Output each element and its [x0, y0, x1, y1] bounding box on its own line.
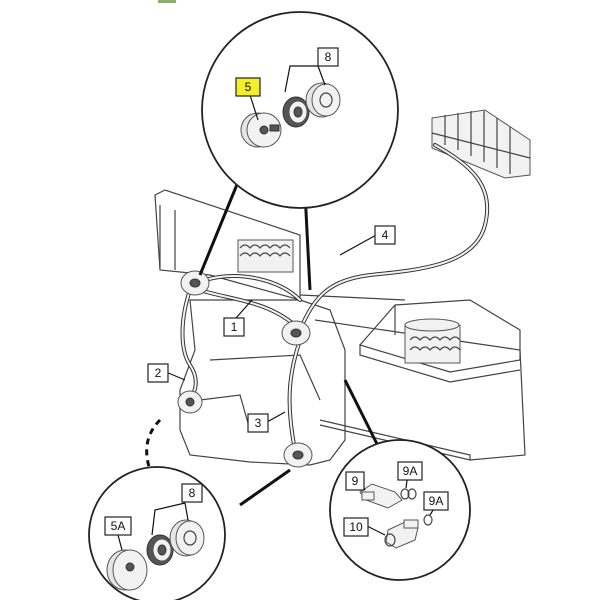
sensor-center — [281, 320, 311, 346]
machine-frame — [154, 189, 526, 466]
detail-circle-top — [201, 11, 399, 209]
svg-text:4: 4 — [382, 228, 389, 242]
part-5a-sensor — [106, 549, 148, 591]
part-5-sensor — [240, 112, 282, 148]
svg-text:10: 10 — [349, 520, 363, 534]
svg-text:5A: 5A — [111, 519, 126, 533]
sensor-left-upper — [180, 270, 210, 296]
svg-text:9: 9 — [352, 474, 359, 488]
callout-9a-top[interactable]: 9A — [397, 461, 423, 481]
connector-block — [431, 109, 531, 179]
callout-5a[interactable]: 5A — [104, 516, 132, 536]
wire-harness — [180, 143, 490, 452]
right-bracket — [358, 299, 521, 383]
part-9a-orings — [400, 488, 433, 526]
callout-8-bottom[interactable]: 8 — [181, 483, 203, 503]
callout-8-top[interactable]: 8 — [317, 47, 339, 67]
part-9-fitting — [359, 483, 403, 509]
svg-text:2: 2 — [155, 366, 162, 380]
callout-9a-bottom[interactable]: 9A — [423, 491, 449, 511]
sensor-bottom — [283, 442, 313, 468]
right-coil — [404, 318, 461, 364]
svg-text:8: 8 — [325, 50, 332, 64]
callout-9[interactable]: 9 — [345, 471, 365, 491]
callout-leaders — [165, 233, 379, 423]
callout-2[interactable]: 2 — [147, 363, 169, 383]
svg-text:5: 5 — [245, 80, 252, 94]
sensor-left-lower — [177, 390, 203, 414]
part-8-rings-bottom — [146, 519, 205, 566]
part-10-valve — [384, 519, 419, 549]
callout-4[interactable]: 4 — [374, 225, 396, 245]
center-coil — [237, 239, 294, 273]
svg-text:1: 1 — [231, 320, 238, 334]
callout-1[interactable]: 1 — [223, 317, 245, 337]
svg-text:9A: 9A — [403, 464, 418, 478]
svg-text:3: 3 — [255, 416, 262, 430]
svg-text:9A: 9A — [429, 494, 444, 508]
callout-10[interactable]: 10 — [343, 517, 369, 537]
part-8-rings — [282, 82, 341, 128]
callout-3[interactable]: 3 — [247, 413, 269, 433]
callout-5[interactable]: 5 — [235, 77, 261, 97]
detail-circle-bottom-right — [329, 439, 471, 581]
svg-text:8: 8 — [189, 486, 196, 500]
top-edge-artifact — [158, 0, 176, 3]
